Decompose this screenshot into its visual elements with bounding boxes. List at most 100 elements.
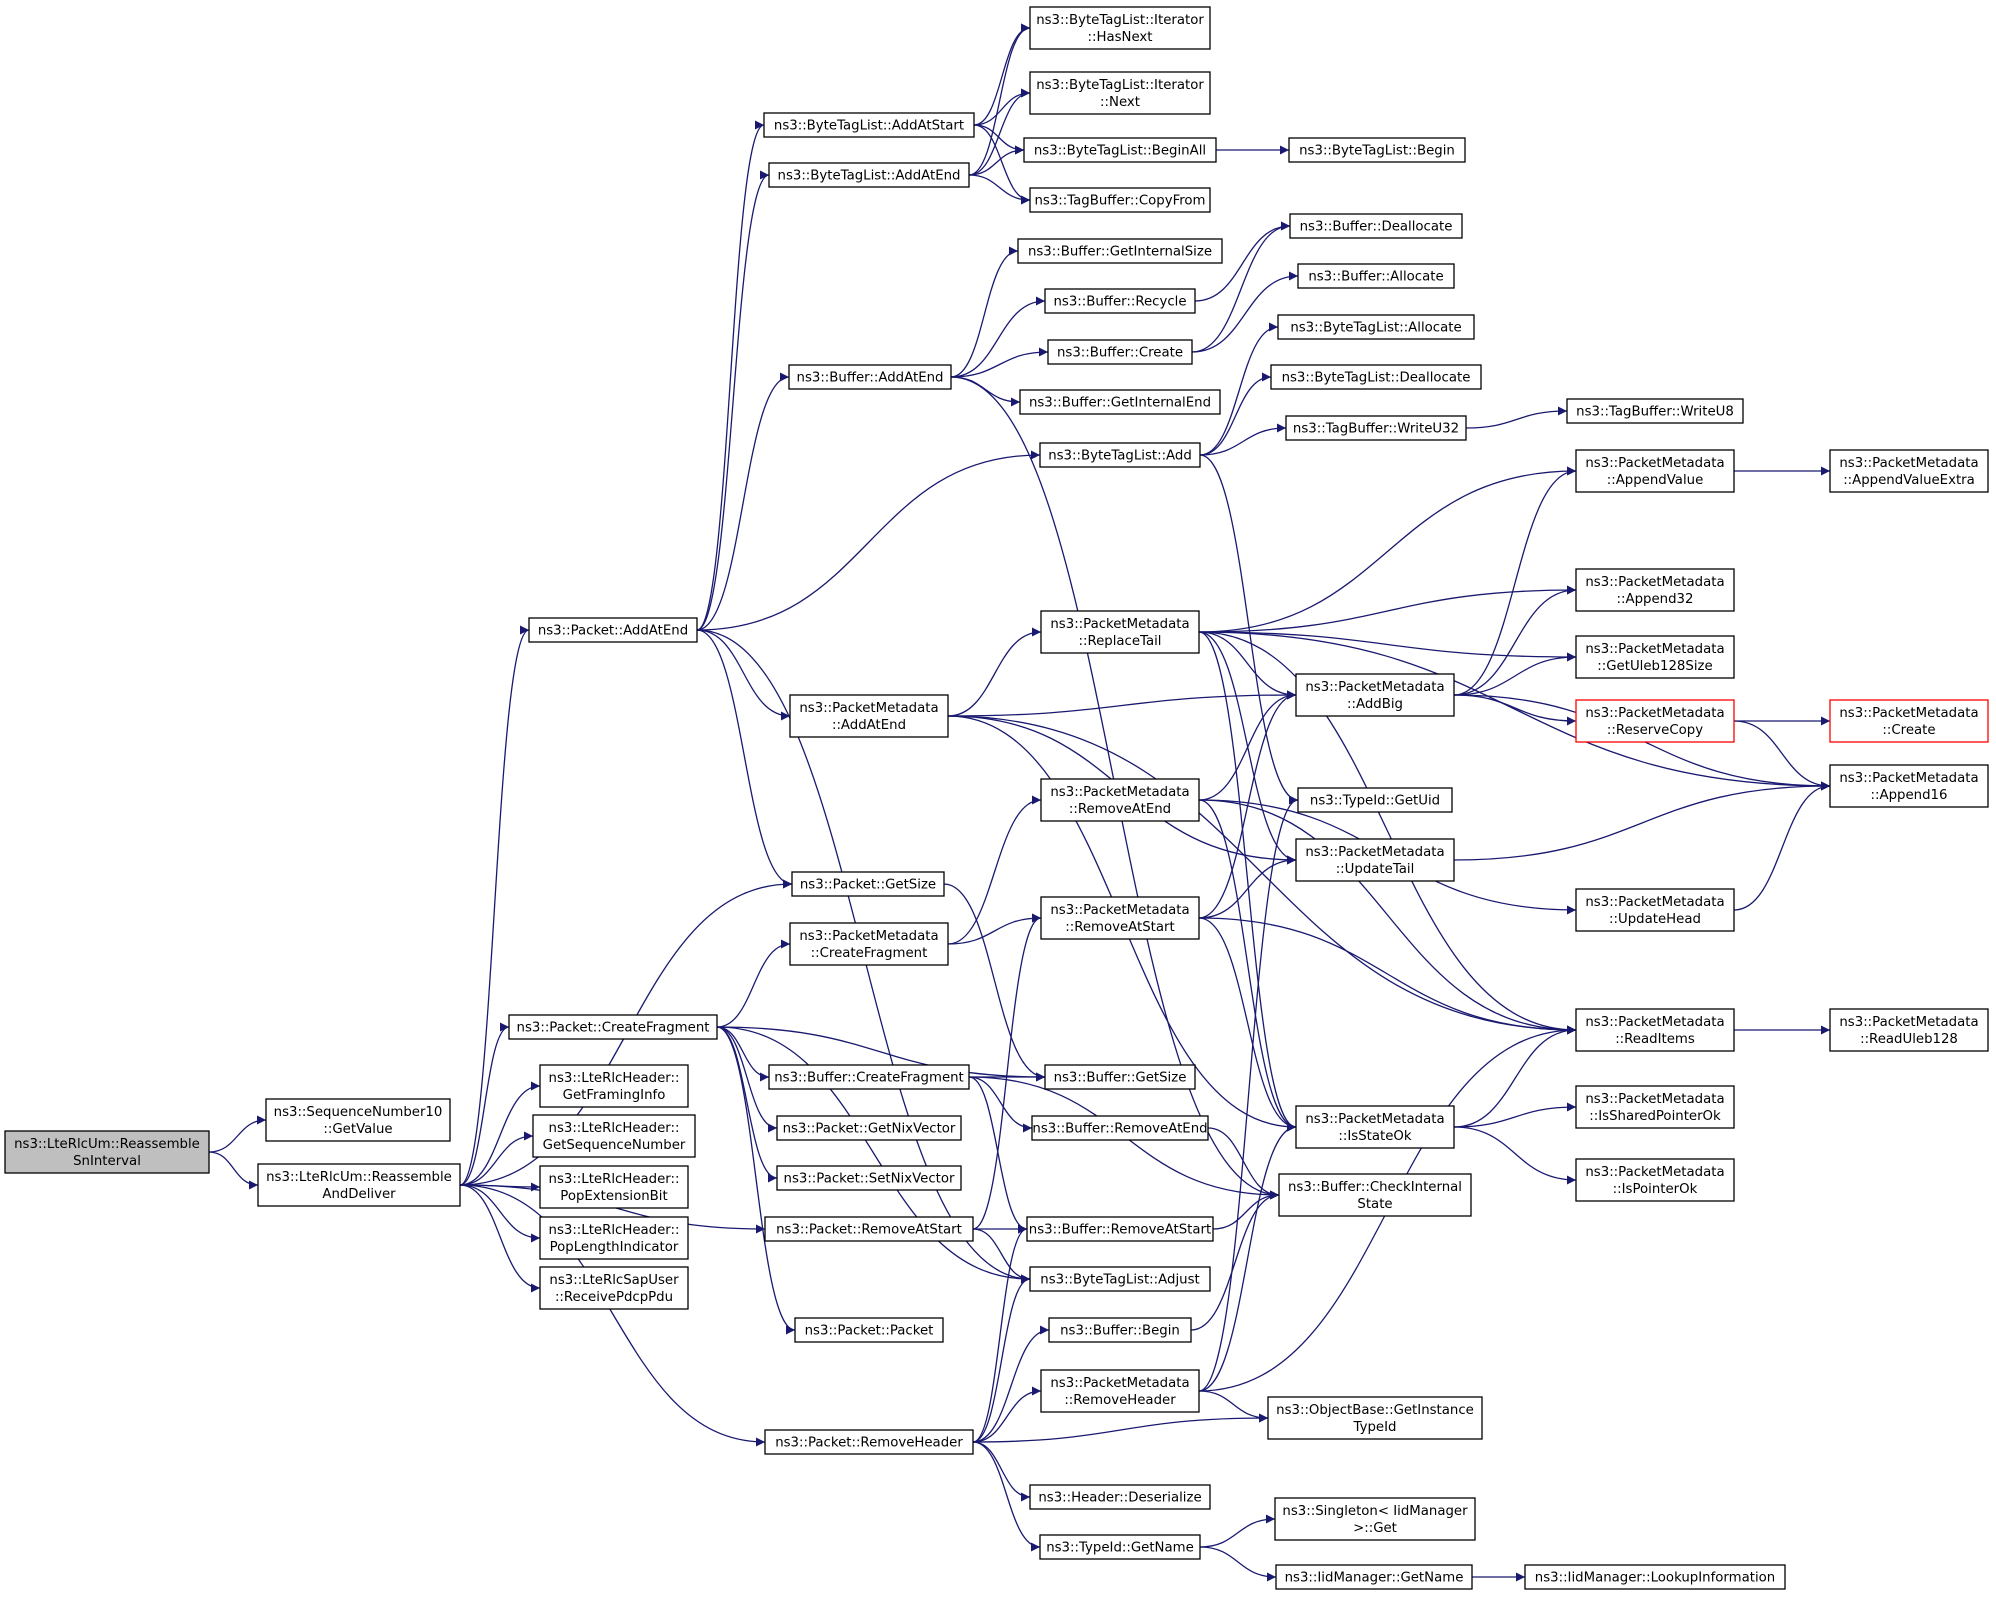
node-buf-get-internal-size[interactable]: ns3::Buffer::GetInternalSize bbox=[1017, 238, 1223, 264]
node-label-line: ns3::PacketMetadata bbox=[1585, 456, 1724, 471]
node-pm-is-state-ok[interactable]: ns3::PacketMetadata::IsStateOk bbox=[1295, 1105, 1455, 1149]
node-box bbox=[1044, 1064, 1196, 1090]
node-btl-begin[interactable]: ns3::ByteTagList::Begin bbox=[1288, 137, 1466, 163]
node-tb-write-u8[interactable]: ns3::TagBuffer::WriteU8 bbox=[1566, 398, 1744, 424]
node-label-line: ns3::ByteTagList::AddAtStart bbox=[774, 119, 964, 134]
node-pm-append-value-extra[interactable]: ns3::PacketMetadata::AppendValueExtra bbox=[1829, 449, 1989, 493]
node-buf-begin[interactable]: ns3::Buffer::Begin bbox=[1048, 1317, 1192, 1343]
node-pm-is-pointer-ok[interactable]: ns3::PacketMetadata::IsPointerOk bbox=[1575, 1158, 1735, 1202]
node-pm-replace-tail[interactable]: ns3::PacketMetadata::ReplaceTail bbox=[1040, 610, 1200, 654]
edge-packet-create-fragment-to-btl-adjust bbox=[716, 1026, 1031, 1284]
node-label-line: ::HasNext bbox=[1087, 30, 1152, 45]
node-label-line: ::GetUleb128Size bbox=[1597, 659, 1712, 674]
node-box bbox=[1575, 635, 1735, 679]
edge-pkt-remove-header-to-buf-begin bbox=[972, 1325, 1050, 1443]
node-box bbox=[1289, 213, 1463, 239]
node-pkt-remove-at-start[interactable]: ns3::Packet::RemoveAtStart bbox=[764, 1216, 974, 1242]
node-buf-add-at-end[interactable]: ns3::Buffer::AddAtEnd bbox=[788, 364, 952, 390]
node-pkt-get-nix-vector[interactable]: ns3::Packet::GetNixVector bbox=[776, 1115, 962, 1141]
node-pm-create[interactable]: ns3::PacketMetadata::Create bbox=[1829, 699, 1989, 743]
node-singleton-get[interactable]: ns3::Singleton< IidManager>::Get bbox=[1274, 1497, 1476, 1541]
node-packet-add-at-end[interactable]: ns3::Packet::AddAtEnd bbox=[528, 617, 698, 643]
node-btl-begin-all[interactable]: ns3::ByteTagList::BeginAll bbox=[1023, 137, 1217, 163]
node-buf-get-internal-end[interactable]: ns3::Buffer::GetInternalEnd bbox=[1019, 389, 1221, 415]
node-pm-update-head[interactable]: ns3::PacketMetadata::UpdateHead bbox=[1575, 888, 1735, 932]
node-get-sequence-number[interactable]: ns3::LteRlcHeader::GetSequenceNumber bbox=[532, 1114, 696, 1158]
node-buf-allocate[interactable]: ns3::Buffer::Allocate bbox=[1297, 263, 1455, 289]
node-btl-add-at-start[interactable]: ns3::ByteTagList::AddAtStart bbox=[763, 112, 975, 138]
edge-pm-is-state-ok-to-pm-read-items bbox=[1453, 1025, 1577, 1128]
node-header-deserialize[interactable]: ns3::Header::Deserialize bbox=[1029, 1484, 1211, 1510]
node-btl-it-has-next[interactable]: ns3::ByteTagList::Iterator::HasNext bbox=[1029, 6, 1211, 50]
node-pm-append16[interactable]: ns3::PacketMetadata::Append16 bbox=[1829, 764, 1989, 808]
node-btl-add[interactable]: ns3::ByteTagList::Add bbox=[1039, 442, 1201, 468]
edge-btl-add-to-btl-deallocate bbox=[1199, 372, 1272, 456]
node-pm-remove-at-start[interactable]: ns3::PacketMetadata::RemoveAtStart bbox=[1040, 896, 1200, 940]
edge-packet-add-at-end-to-pm-add-at-end bbox=[696, 629, 791, 721]
node-pm-read-uleb128[interactable]: ns3::PacketMetadata::ReadUleb128 bbox=[1829, 1008, 1989, 1052]
edge-pm-remove-header-to-pm-is-state-ok bbox=[1198, 1122, 1297, 1392]
node-tb-write-u32[interactable]: ns3::TagBuffer::WriteU32 bbox=[1285, 415, 1467, 441]
node-packet-create-fragment[interactable]: ns3::Packet::CreateFragment bbox=[508, 1014, 718, 1040]
node-pm-update-tail[interactable]: ns3::PacketMetadata::UpdateTail bbox=[1295, 838, 1455, 882]
node-type-id-get-name[interactable]: ns3::TypeId::GetName bbox=[1039, 1534, 1201, 1560]
node-pkt-set-nix-vector[interactable]: ns3::Packet::SetNixVector bbox=[776, 1165, 962, 1191]
node-label-line: ns3::Buffer::Allocate bbox=[1308, 270, 1443, 285]
edge-btl-add-at-start-to-btl-it-next bbox=[973, 88, 1031, 126]
node-btl-allocate[interactable]: ns3::ByteTagList::Allocate bbox=[1277, 314, 1475, 340]
edge-packet-create-fragment-to-pm-create-fragment bbox=[716, 939, 791, 1028]
node-label-line: ns3::Packet::RemoveAtStart bbox=[776, 1223, 962, 1238]
node-buf-deallocate[interactable]: ns3::Buffer::Deallocate bbox=[1289, 213, 1463, 239]
node-tb-copy-from[interactable]: ns3::TagBuffer::CopyFrom bbox=[1029, 187, 1211, 213]
node-box bbox=[1048, 1317, 1192, 1343]
node-pop-extension-bit[interactable]: ns3::LteRlcHeader::PopExtensionBit bbox=[539, 1165, 689, 1209]
node-pm-add-big[interactable]: ns3::PacketMetadata::AddBig bbox=[1295, 673, 1455, 717]
node-buf-create[interactable]: ns3::Buffer::Create bbox=[1047, 339, 1193, 365]
node-packet-get-size[interactable]: ns3::Packet::GetSize bbox=[791, 871, 945, 897]
node-buf-get-size[interactable]: ns3::Buffer::GetSize bbox=[1044, 1064, 1196, 1090]
node-box bbox=[764, 1216, 974, 1242]
node-pop-length-indicator[interactable]: ns3::LteRlcHeader::PopLengthIndicator bbox=[539, 1216, 689, 1260]
node-buf-remove-at-start[interactable]: ns3::Buffer::RemoveAtStart bbox=[1026, 1216, 1214, 1242]
node-pm-remove-at-end[interactable]: ns3::PacketMetadata::RemoveAtEnd bbox=[1040, 778, 1200, 822]
node-buf-recycle[interactable]: ns3::Buffer::Recycle bbox=[1044, 288, 1196, 314]
node-receive-pdcp-pdu[interactable]: ns3::LteRlcSapUser::ReceivePdcpPdu bbox=[539, 1266, 689, 1310]
node-label-line: ::CreateFragment bbox=[811, 946, 928, 961]
node-label-line: ns3::PacketMetadata bbox=[1585, 706, 1724, 721]
node-pm-read-items[interactable]: ns3::PacketMetadata::ReadItems bbox=[1575, 1008, 1735, 1052]
node-type-id-get-uid[interactable]: ns3::TypeId::GetUid bbox=[1297, 787, 1453, 813]
node-label-line: ns3::ByteTagList::Adjust bbox=[1040, 1273, 1199, 1288]
node-label-line: ns3::PacketMetadata bbox=[1050, 617, 1189, 632]
node-btl-it-next[interactable]: ns3::ByteTagList::Iterator::Next bbox=[1029, 71, 1211, 115]
node-iid-lookup-information[interactable]: ns3::IidManager::LookupInformation bbox=[1524, 1564, 1786, 1590]
node-pm-get-uleb128-size[interactable]: ns3::PacketMetadata::GetUleb128Size bbox=[1575, 635, 1735, 679]
edge-packet-add-at-end-to-btl-add bbox=[696, 450, 1041, 631]
node-buf-create-fragment[interactable]: ns3::Buffer::CreateFragment bbox=[768, 1064, 970, 1090]
node-label-line: ns3::PacketMetadata bbox=[1050, 903, 1189, 918]
node-pm-reserve-copy[interactable]: ns3::PacketMetadata::ReserveCopy bbox=[1575, 699, 1735, 743]
node-pm-append-value[interactable]: ns3::PacketMetadata::AppendValue bbox=[1575, 449, 1735, 493]
edge-reassemble-and-deliver-to-packet-create-fragment bbox=[459, 1022, 510, 1186]
node-pm-is-shared-pointer-ok[interactable]: ns3::PacketMetadata::IsSharedPointerOk bbox=[1575, 1085, 1735, 1129]
edge-btl-add-at-end-to-btl-it-next bbox=[968, 88, 1031, 176]
node-box bbox=[528, 617, 698, 643]
node-get-framing-info[interactable]: ns3::LteRlcHeader::GetFramingInfo bbox=[539, 1064, 689, 1108]
node-iid-get-name[interactable]: ns3::IidManager::GetName bbox=[1275, 1564, 1473, 1590]
node-seq-get-value[interactable]: ns3::SequenceNumber10::GetValue bbox=[265, 1098, 451, 1142]
node-buf-remove-at-end[interactable]: ns3::Buffer::RemoveAtEnd bbox=[1031, 1115, 1209, 1141]
node-pm-remove-header[interactable]: ns3::PacketMetadata::RemoveHeader bbox=[1040, 1369, 1200, 1413]
edge-btl-add-to-btl-allocate bbox=[1199, 322, 1279, 456]
node-btl-adjust[interactable]: ns3::ByteTagList::Adjust bbox=[1029, 1266, 1211, 1292]
node-btl-deallocate[interactable]: ns3::ByteTagList::Deallocate bbox=[1270, 364, 1482, 390]
node-pm-add-at-end[interactable]: ns3::PacketMetadata::AddAtEnd bbox=[789, 694, 949, 738]
node-label-line: ns3::PacketMetadata bbox=[799, 929, 938, 944]
node-pm-append32[interactable]: ns3::PacketMetadata::Append32 bbox=[1575, 568, 1735, 612]
node-pkt-packet[interactable]: ns3::Packet::Packet bbox=[794, 1317, 944, 1343]
node-btl-add-at-end[interactable]: ns3::ByteTagList::AddAtEnd bbox=[768, 162, 970, 188]
node-pkt-remove-header[interactable]: ns3::Packet::RemoveHeader bbox=[764, 1429, 974, 1455]
node-pm-create-fragment[interactable]: ns3::PacketMetadata::CreateFragment bbox=[789, 922, 949, 966]
